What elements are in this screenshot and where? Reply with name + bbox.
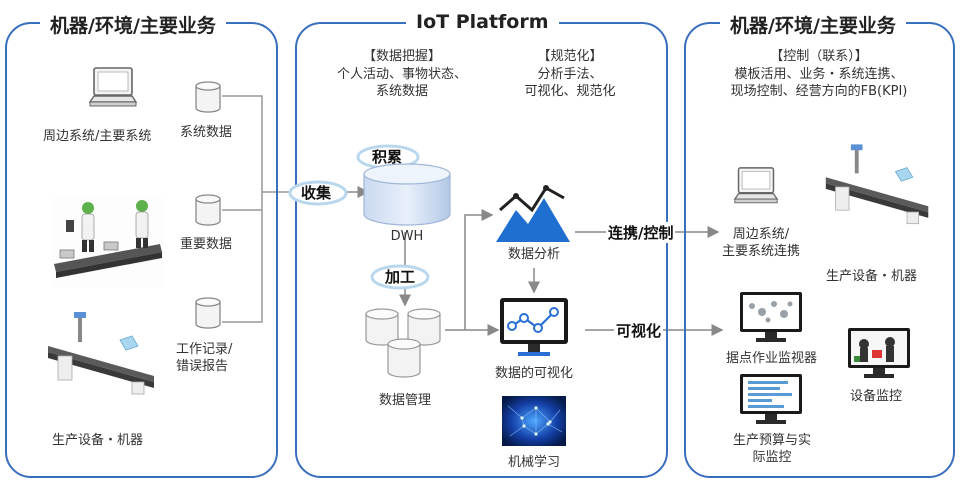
standard-text: 分析手法、 可视化、规范化 [524,67,616,99]
link-control-label: 连携/控制 [606,222,676,243]
visualize-label: 可视化 [614,320,664,341]
device-monitor-label: 设备监控 [850,389,903,404]
database-icon [195,194,221,226]
computer-icon [733,167,779,204]
data-analysis-label: 数据分析 [507,247,560,262]
factory-workers-icon [52,196,164,288]
control-text: 模板活用、业务・系统连携、 现场控制、经营方向的FB(KPI) [730,67,908,99]
right-systems-label: 周边系统/ 主要系统连携 [721,227,800,259]
computer-icon [88,67,138,107]
dwh-database-icon [363,163,451,226]
right-machine-label: 生产设备・机器 [826,269,918,284]
visualization-monitor-icon [500,298,568,356]
data-analysis-icon [496,185,570,242]
forecast-monitor-icon [740,374,802,424]
visualization-label: 数据的可视化 [494,366,573,381]
left-systems-label: 周边系统/主要系统 [43,129,152,144]
center-panel-title: IoT Platform [406,11,559,33]
data-management-label: 数据管理 [378,393,431,408]
standard-heading: 【规范化】 [537,49,603,64]
left-db2-label: 重要数据 [180,237,233,252]
database-icon [195,81,221,113]
collect-bubble [288,180,348,206]
machine-learning-icon [502,396,566,446]
accumulate-label: 积累 [372,148,403,166]
grasp-text: 个人活动、事物状态、 系统数据 [336,67,467,99]
site-monitor-label: 据点作业监视器 [726,351,818,366]
database-icon [195,297,221,329]
left-db1-label: 系统数据 [180,125,233,140]
machine-learning-label: 机械学习 [507,455,560,470]
collect-label: 收集 [301,184,332,202]
control-heading: 【控制（联系）】 [770,49,868,64]
conveyor-machine-icon [825,144,929,225]
left-db3-label: 工作记录/ 错误报告 [176,342,233,374]
forecast-label: 生产预算与实 际监控 [732,433,811,465]
conveyor-machine-icon [48,312,154,395]
right-panel-title: 机器/环境/主要业务 [720,11,906,38]
dwh-label: DWH [390,229,424,244]
left-panel-title: 机器/环境/主要业务 [40,11,226,38]
device-monitor-icon [848,328,910,378]
process-bubble [370,264,430,290]
data-management-icon [365,308,441,378]
left-machine-label: 生产设备・机器 [52,433,144,448]
process-label: 加工 [385,268,416,286]
site-monitor-icon [740,292,802,342]
grasp-heading: 【数据把握】 [362,49,441,64]
